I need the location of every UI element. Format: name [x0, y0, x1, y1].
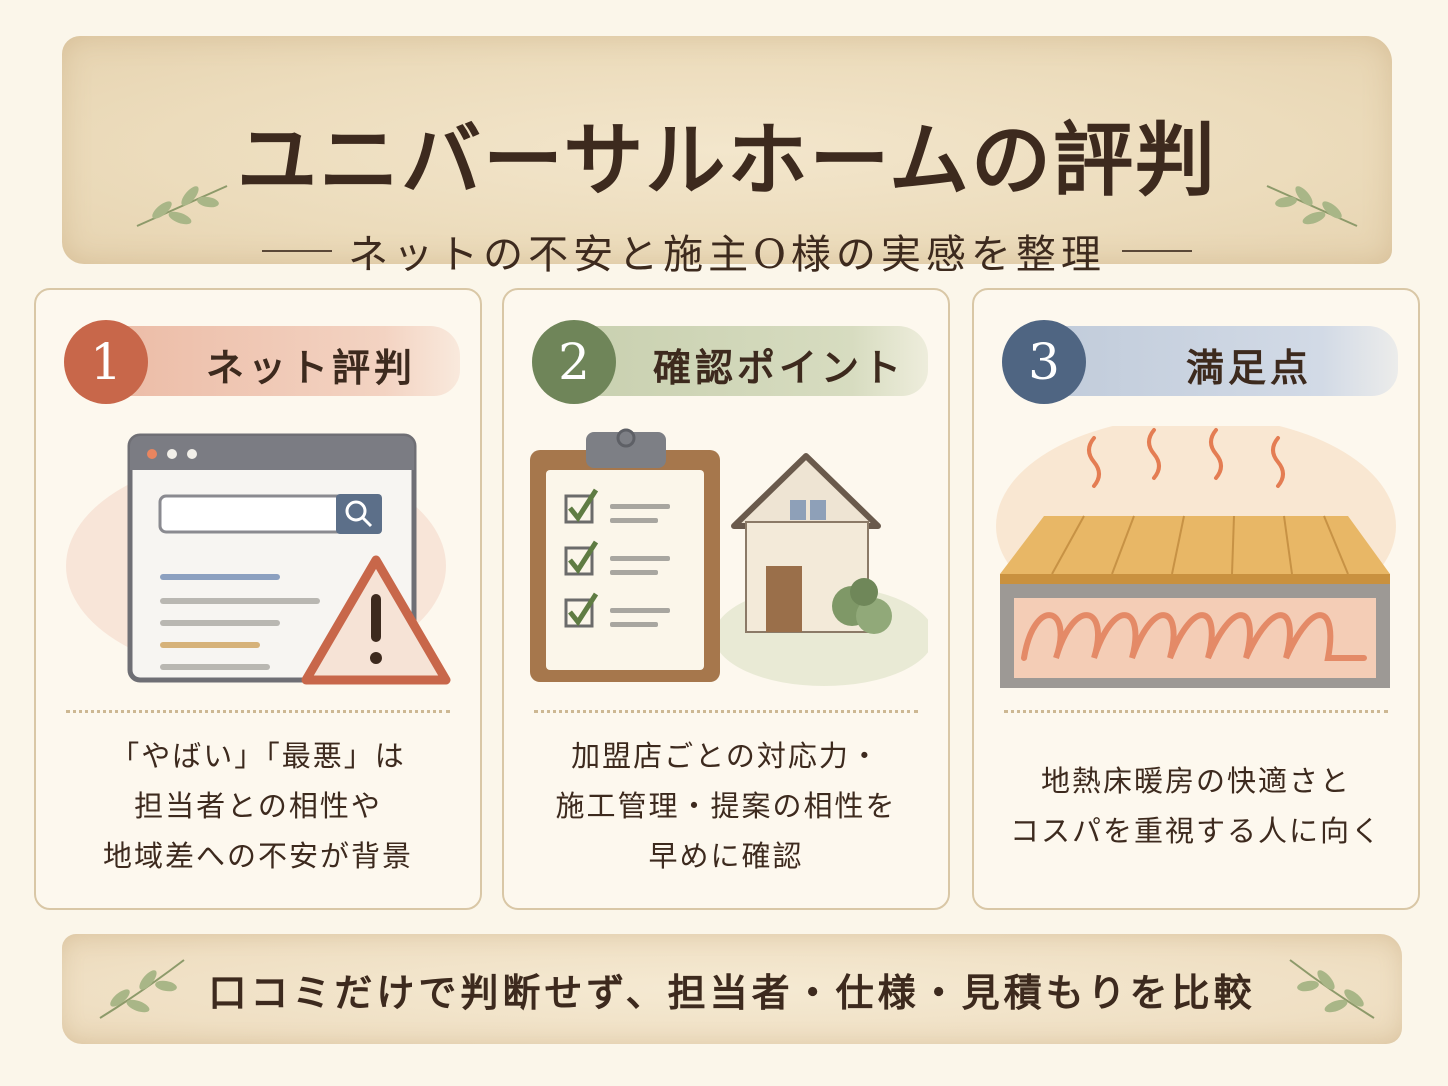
- leaf-sprig-icon: [136, 185, 228, 227]
- subtitle-row: ネットの不安と施主O様の実感を整理: [62, 222, 1392, 280]
- leaf-sprig-icon: [99, 959, 185, 1019]
- number-badge: 2: [532, 320, 616, 404]
- floor-heating-illustration: [996, 426, 1396, 688]
- leaf-sprig-icon: [1266, 185, 1358, 227]
- page-subtitle: ネットの不安と施主O様の実感を整理: [348, 232, 1106, 278]
- browser-warning-illustration: [66, 433, 451, 685]
- header-banner: ユニバーサルホームの評判 ネットの不安と施主O様の実感を整理: [62, 36, 1392, 278]
- description-line: 担当者との相性や: [134, 789, 382, 823]
- leaf-sprig-icon: [1289, 959, 1375, 1019]
- card-net-reputation: 1 ネット評判: [34, 288, 482, 910]
- description-line: 地域差への不安が背景: [102, 839, 413, 873]
- description-line: 加盟店ごとの対応力・: [571, 739, 881, 773]
- description-line: 「やばい」「最悪」は: [110, 739, 406, 773]
- description-line: 早めに確認: [648, 839, 804, 873]
- subtitle-dash-left: [262, 250, 333, 252]
- footer-banner: 口コミだけで判断せず、担当者・仕様・見積もりを比較: [62, 934, 1402, 1044]
- card-title: 満足点: [1185, 344, 1312, 390]
- card-description: 「やばい」「最悪」は 担当者との相性や 地域差への不安が背景: [56, 726, 460, 886]
- description-line: コスパを重視する人に向く: [1009, 814, 1382, 848]
- card-title: ネット評判: [205, 344, 416, 390]
- clipboard-checklist-icon: [530, 428, 720, 682]
- search-icon: [336, 494, 382, 534]
- divider: [66, 710, 450, 713]
- warning-icon: [301, 555, 451, 685]
- number-badge: 3: [1002, 320, 1086, 404]
- heat-wave-icon: [1087, 428, 1285, 488]
- card-satisfaction: 3 満足点: [972, 288, 1420, 910]
- card-description: 加盟店ごとの対応力・ 施工管理・提案の相性を 早めに確認: [524, 726, 928, 886]
- divider: [1004, 710, 1388, 713]
- clipboard-house-illustration: [530, 428, 928, 686]
- footer-text: 口コミだけで判断せず、担当者・仕様・見積もりを比較: [208, 969, 1256, 1015]
- divider: [534, 710, 918, 713]
- floor-heating-icon: [1000, 515, 1390, 688]
- description-line: 施工管理・提案の相性を: [555, 789, 897, 823]
- description-line: 地熱床暖房の快適さと: [1040, 764, 1351, 798]
- number-badge: 1: [64, 320, 148, 404]
- house-icon: [731, 453, 892, 634]
- subtitle-dash-right: [1121, 250, 1192, 252]
- card-check-points: 2 確認ポイント: [502, 288, 950, 910]
- card-title: 確認ポイント: [652, 344, 905, 390]
- page-title: ユニバーサルホームの評判: [237, 113, 1217, 207]
- card-description: 地熱床暖房の快適さと コスパを重視する人に向く: [994, 726, 1398, 886]
